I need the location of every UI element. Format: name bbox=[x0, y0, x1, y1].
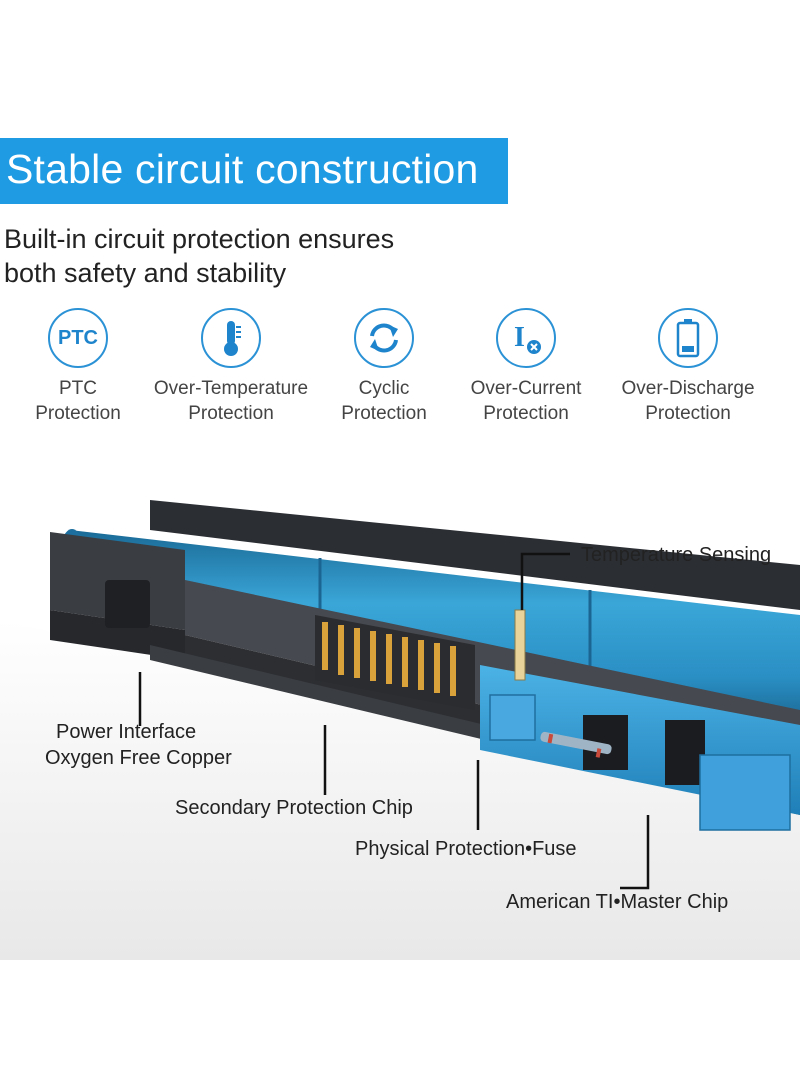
feature-label: Cyclic Protection bbox=[336, 376, 432, 426]
fuse bbox=[540, 731, 612, 755]
feature-label-line-2: Protection bbox=[35, 403, 121, 424]
feature-label-line-1: Over-Temperature bbox=[153, 378, 309, 399]
feature-label-line-1: Over-Discharge bbox=[621, 378, 755, 399]
feature-label: Over-Current Protection bbox=[464, 376, 588, 426]
pcb-board bbox=[480, 609, 800, 831]
feature-label-line-2: Protection bbox=[341, 403, 427, 424]
latch bbox=[105, 580, 150, 628]
callout-lines bbox=[138, 552, 650, 890]
callout-temperature-sensing: Temperature Sensing bbox=[581, 544, 772, 566]
temperature-sensor bbox=[514, 609, 526, 681]
subtitle: Built-in circuit protection ensures both… bbox=[4, 222, 564, 290]
cycle-arrows-icon bbox=[354, 308, 414, 368]
callout-physical-protection-fuse: Physical Protection•Fuse bbox=[355, 838, 577, 860]
feature-label-line-2: Protection bbox=[483, 403, 569, 424]
subtitle-line-2: both safety and stability bbox=[4, 258, 287, 288]
ptc-icon-text: PTC bbox=[58, 326, 98, 349]
callout-american-ti-master-chip: American TI•Master Chip bbox=[506, 891, 729, 913]
battery-low-icon bbox=[658, 308, 718, 368]
ptc-icon: PTC bbox=[48, 308, 108, 368]
feature-label: Over-Discharge Protection bbox=[612, 376, 764, 426]
feature-label-line-2: Protection bbox=[645, 403, 731, 424]
master-chip bbox=[699, 754, 791, 831]
feature-cyclic: Cyclic Protection bbox=[336, 308, 432, 426]
ic-chip bbox=[665, 720, 705, 785]
feature-label: PTC Protection bbox=[30, 376, 126, 426]
title-banner: Stable circuit construction bbox=[0, 138, 508, 204]
feature-label-line-1: Over-Current bbox=[470, 378, 582, 399]
svg-text:I: I bbox=[514, 322, 525, 353]
banner-title: Stable circuit construction bbox=[6, 146, 479, 192]
power-connector bbox=[315, 615, 475, 710]
feature-ptc: PTC PTC Protection bbox=[30, 308, 126, 426]
callout-oxygen-free-copper: Oxygen Free Copper bbox=[45, 747, 232, 769]
feature-label: Over-Temperature Protection bbox=[148, 376, 314, 426]
callout-power-interface: Power Interface bbox=[56, 721, 197, 743]
subtitle-line-1: Built-in circuit protection ensures bbox=[4, 224, 395, 254]
feature-label-line-1: PTC bbox=[59, 378, 97, 399]
feature-over-temperature: Over-Temperature Protection bbox=[148, 308, 314, 426]
battery-cutaway-illustration bbox=[0, 500, 800, 960]
feature-over-discharge: Over-Discharge Protection bbox=[612, 308, 764, 426]
casing-back-wall bbox=[150, 500, 800, 610]
feature-label-line-1: Cyclic bbox=[358, 378, 410, 399]
feature-over-current: I Over-Current Protection bbox=[464, 308, 588, 426]
callout-secondary-protection-chip: Secondary Protection Chip bbox=[175, 797, 413, 819]
thermometer-icon bbox=[201, 308, 261, 368]
current-limit-icon: I bbox=[496, 308, 556, 368]
feature-label-line-2: Protection bbox=[188, 403, 274, 424]
secondary-protection-chip bbox=[489, 694, 536, 741]
